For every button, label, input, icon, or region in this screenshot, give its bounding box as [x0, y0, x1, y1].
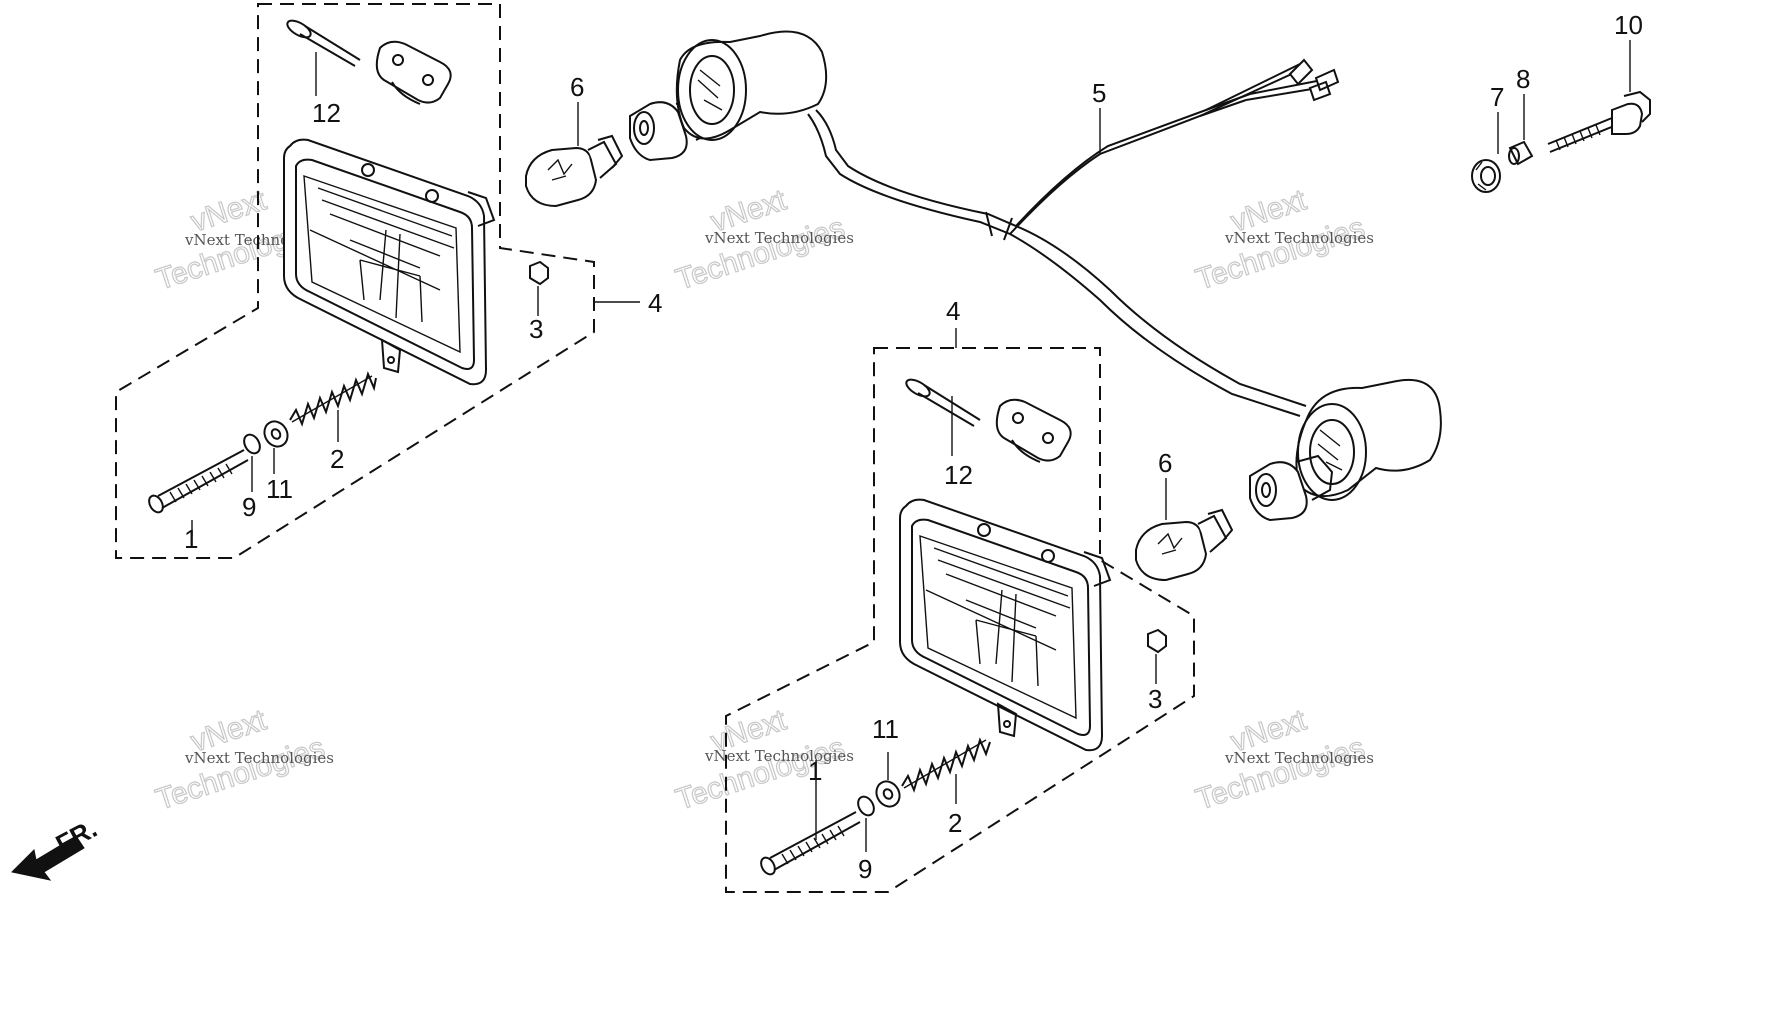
callout-4-right: 4 — [946, 296, 960, 326]
callout-4: 4 — [648, 288, 662, 318]
watermark-top-center: vNext Technologies vNext Technologies — [671, 183, 854, 297]
bulb-icon — [525, 134, 624, 208]
watermark-text: vNext Technologies — [1224, 229, 1374, 247]
right-headlight-assembly: 4 12 3 1 11 2 9 — [725, 296, 1195, 893]
flat-washer-icon — [875, 780, 901, 808]
washer-icon — [243, 433, 261, 455]
grommet-icon — [1471, 159, 1501, 193]
nut-icon — [529, 260, 549, 286]
callout-1-right: 1 — [808, 756, 822, 786]
front-direction-indicator: FR. — [10, 813, 102, 881]
watermark-bottom-left: vNext Technologies vNext Technologies — [151, 703, 334, 817]
left-assembly-boundary — [115, 3, 595, 559]
callout-8: 8 — [1516, 64, 1530, 94]
flat-washer-icon — [263, 420, 289, 448]
callout-12: 12 — [312, 98, 341, 128]
watermark-text: vNext Technologies — [1224, 749, 1374, 767]
rubber-boot-icon — [1295, 378, 1442, 501]
washer-icon — [857, 795, 875, 817]
callout-10: 10 — [1614, 10, 1643, 40]
callout-5: 5 — [1092, 78, 1106, 108]
watermark-top-right: vNext Technologies vNext Technologies — [1191, 183, 1374, 297]
right-assembly-boundary — [725, 347, 1195, 893]
callout-11-right: 11 — [872, 714, 899, 744]
collar-icon — [1508, 140, 1534, 166]
adjusting-screw-icon — [148, 449, 249, 514]
callout-6: 6 — [570, 72, 584, 102]
callout-11: 11 — [266, 474, 293, 504]
bracket-clip-icon — [995, 398, 1072, 463]
callout-2-right: 2 — [948, 808, 962, 838]
left-headlight-assembly: 12 3 4 1 9 11 2 — [115, 3, 662, 559]
callout-6-right: 6 — [1158, 448, 1172, 478]
adjusting-screw-icon — [760, 811, 861, 876]
callout-2: 2 — [330, 444, 344, 474]
left-headlight-icon — [283, 138, 496, 386]
bolt-icon — [1547, 90, 1651, 153]
bulb-and-harness: 6 5 6 — [525, 30, 1442, 582]
callout-1: 1 — [184, 524, 198, 554]
rubber-boot-icon — [675, 30, 828, 141]
callout-9-right: 9 — [858, 854, 872, 884]
bulb-icon — [1135, 508, 1234, 582]
mounting-hardware: 7 8 10 — [1471, 10, 1651, 193]
cotter-pin-icon — [905, 378, 981, 427]
right-headlight-icon — [899, 498, 1112, 752]
bracket-clip-icon — [375, 40, 452, 105]
watermark-text: vNext Technologies — [704, 229, 854, 247]
nut-icon — [1147, 628, 1167, 654]
callout-12-right: 12 — [944, 460, 973, 490]
spring-icon — [289, 371, 377, 427]
watermark-bottom-center: vNext Technologies vNext Technologies — [671, 703, 854, 817]
watermark-bottom-right: vNext Technologies vNext Technologies — [1191, 703, 1374, 817]
spring-icon — [901, 737, 991, 793]
callout-3-right: 3 — [1148, 684, 1162, 714]
cotter-pin-icon — [286, 19, 361, 67]
wire-harness-icon — [807, 58, 1340, 417]
watermark-text: vNext Technologies — [184, 749, 334, 767]
direction-arrow-icon — [10, 835, 85, 881]
callout-3: 3 — [529, 314, 543, 344]
callout-7: 7 — [1490, 82, 1504, 112]
socket-icon — [1249, 454, 1334, 522]
callout-9: 9 — [242, 492, 256, 522]
